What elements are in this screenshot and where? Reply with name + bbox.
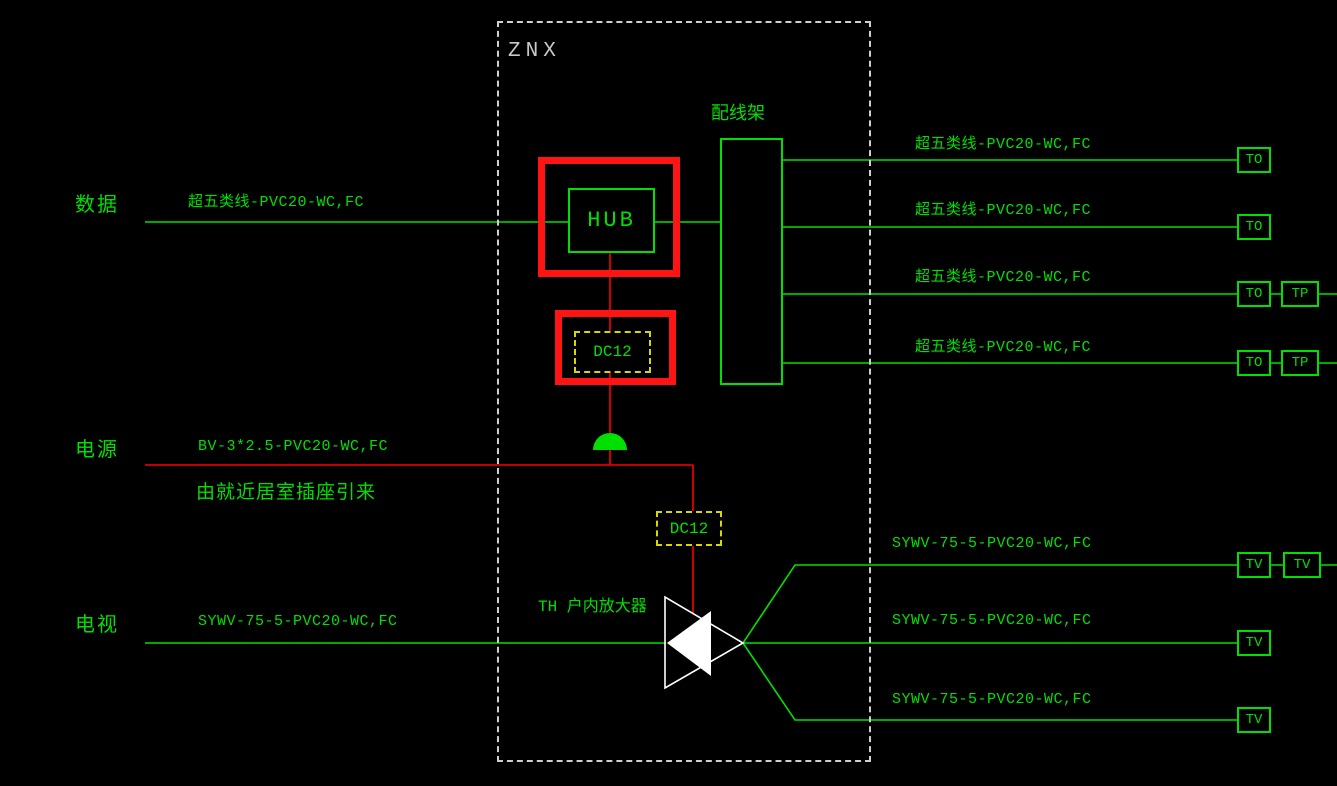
dc12-upper-label: DC12 bbox=[593, 343, 632, 361]
znx-dashed-boundary bbox=[497, 21, 871, 762]
patch-panel-label: 配线架 bbox=[711, 105, 765, 125]
tv-out-cable-3: SYWV-75-5-PVC20-WC,FC bbox=[892, 691, 1092, 708]
hub-box: HUB bbox=[568, 188, 655, 253]
tv-input-cable-label: SYWV-75-5-PVC20-WC,FC bbox=[198, 613, 398, 630]
wire-tv-out-3 bbox=[742, 642, 1237, 721]
patch-panel-box bbox=[720, 138, 783, 385]
power-input-cable-label: BV-3*2.5-PVC20-WC,FC bbox=[198, 438, 389, 455]
highlight-box-dc12 bbox=[555, 310, 676, 385]
hub-label: HUB bbox=[587, 208, 636, 233]
highlight-box-hub bbox=[538, 157, 680, 277]
terminal-to-3: TO bbox=[1237, 281, 1271, 307]
data-out-cable-3: 超五类线-PVC20-WC,FC bbox=[915, 269, 1092, 286]
terminal-tp-4: TP bbox=[1281, 350, 1319, 376]
terminal-tv-1b: TV bbox=[1283, 552, 1321, 578]
data-input-cable-label: 超五类线-PVC20-WC,FC bbox=[188, 194, 365, 211]
input-label-data: 数据 bbox=[75, 195, 119, 218]
data-out-cable-4: 超五类线-PVC20-WC,FC bbox=[915, 339, 1092, 356]
amplifier-icon bbox=[664, 595, 745, 690]
amplifier-label: TH 户内放大器 bbox=[538, 598, 647, 616]
dc12-lower-box: DC12 bbox=[656, 511, 722, 546]
terminal-tv-3: TV bbox=[1237, 707, 1271, 733]
tv-out-cable-1: SYWV-75-5-PVC20-WC,FC bbox=[892, 535, 1092, 552]
terminal-tv-1a: TV bbox=[1237, 552, 1271, 578]
power-socket-icon bbox=[593, 433, 627, 450]
data-out-cable-1: 超五类线-PVC20-WC,FC bbox=[915, 136, 1092, 153]
tv-out-cable-2: SYWV-75-5-PVC20-WC,FC bbox=[892, 612, 1092, 629]
wire-tv-out-1 bbox=[742, 564, 1337, 644]
znx-label: ZNX bbox=[508, 40, 561, 63]
amplifier-filled-triangle bbox=[667, 611, 711, 676]
terminal-tp-3: TP bbox=[1281, 281, 1319, 307]
data-out-cable-2: 超五类线-PVC20-WC,FC bbox=[915, 202, 1092, 219]
input-label-power: 电源 bbox=[75, 440, 119, 463]
terminal-to-4: TO bbox=[1237, 350, 1271, 376]
terminal-to-1: TO bbox=[1237, 147, 1271, 173]
red-wires bbox=[145, 253, 694, 614]
green-wires bbox=[145, 159, 1337, 721]
terminal-to-2: TO bbox=[1237, 214, 1271, 240]
input-label-tv: 电视 bbox=[75, 615, 119, 638]
terminal-tv-2: TV bbox=[1237, 630, 1271, 656]
dc12-lower-label: DC12 bbox=[669, 519, 709, 538]
power-source-note: 由就近居室插座引来 bbox=[196, 482, 377, 504]
dc12-upper-box: DC12 bbox=[574, 331, 651, 373]
